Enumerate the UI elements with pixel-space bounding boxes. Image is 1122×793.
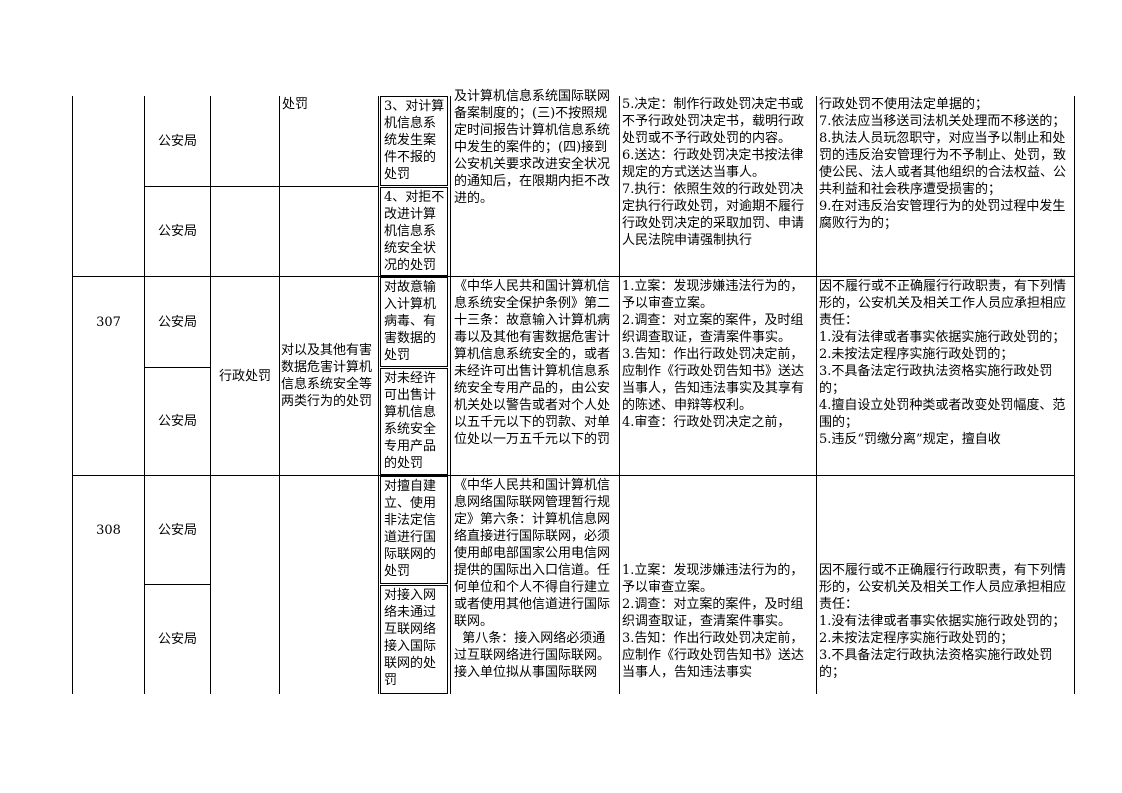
row-number bbox=[73, 585, 144, 694]
grid-line bbox=[144, 367, 210, 368]
legal-basis-cell: 《中华人民共和国计算机信息系统安全保护条例》第二十三条：故意输入计算机病毒以及其… bbox=[454, 279, 611, 447]
row-number bbox=[73, 96, 144, 186]
liability-cell: 因不履行或不正确履行行政职责，有下列情形的，公安机关及相关工作人员应承担相应责任… bbox=[819, 279, 1067, 447]
grid-line bbox=[378, 96, 379, 694]
category-cell bbox=[211, 476, 279, 694]
grid-line bbox=[619, 96, 620, 694]
grid-line bbox=[144, 186, 378, 187]
item-name-cell bbox=[282, 476, 377, 694]
row-number: 308 bbox=[96, 522, 121, 538]
process-cell: 5.决定：制作行政处罚决定书或不予行政处罚决定书，载明行政处罚或不予行政处罚的内… bbox=[622, 97, 805, 248]
sub-item-text: 4、对拒不改进计算机信息系统安全状况的处罚 bbox=[384, 190, 445, 273]
item-name-text: 对以及其他有害数据危害计算机信息系统安全等两类行为的处罚 bbox=[281, 343, 373, 409]
grid-line bbox=[72, 96, 73, 694]
sub-item-text: 对接入网络未通过互联网络接入国际联网的处罚 bbox=[384, 588, 437, 688]
process-cell: 1.立案：发现涉嫌违法行为的，予以审查立案。 2.调查：对立案的案件，及时组织调… bbox=[622, 563, 805, 680]
row-number bbox=[73, 368, 144, 475]
department-cell: 公安局 bbox=[157, 314, 197, 330]
grid-line bbox=[279, 96, 280, 694]
liability-cell: 行政处罚不使用法定单据的； 7.依法应当移送司法机关处理而不移送的； 8.执法人… bbox=[819, 97, 1067, 231]
grid-line bbox=[1074, 96, 1075, 694]
row-number: 307 bbox=[96, 314, 121, 330]
grid-line bbox=[72, 475, 1075, 476]
department-cell: 公安局 bbox=[157, 133, 197, 149]
grid-line bbox=[816, 96, 817, 694]
sub-item-text: 对擅自建立、使用非法定信道进行国际联网的处罚 bbox=[384, 479, 437, 579]
grid-line bbox=[144, 96, 145, 694]
item-name-cell: 对以及其他有害数据危害计算机信息系统安全等两类行为的处罚 bbox=[281, 277, 377, 475]
legal-basis-cell: 《中华人民共和国计算机信息网络国际联网管理暂行规定》第六条：计算机信息网络直接进… bbox=[454, 478, 611, 680]
department-cell: 公安局 bbox=[157, 414, 197, 429]
sub-item-box: 4、对拒不改进计算机信息系统安全状况的处罚 bbox=[380, 187, 448, 276]
row-number bbox=[73, 187, 144, 276]
grid-line bbox=[450, 96, 451, 694]
sub-item-box: 对擅自建立、使用非法定信道进行国际联网的处罚 bbox=[380, 476, 448, 584]
liability-cell: 因不履行或不正确履行行政职责，有下列情形的，公安机关及相关工作人员应承担相应责任… bbox=[819, 563, 1067, 680]
legal-basis-cell: 及计算机信息系统国际联网备案制度的；(三)不按照规定时间报告计算机信息系统中发生… bbox=[454, 89, 611, 206]
sub-item-box: 对未经许可出售计算机信息系统安全专用产品的处罚 bbox=[380, 368, 448, 475]
sub-item-box: 对故意输入计算机病毒、有害数据的处罚 bbox=[380, 277, 448, 367]
grid-line bbox=[210, 96, 211, 694]
department-cell: 公安局 bbox=[157, 632, 197, 647]
grid-line bbox=[72, 276, 1075, 277]
sub-item-text: 3、对计算机信息系统发生案件不报的处罚 bbox=[384, 99, 445, 182]
department-cell: 公安局 bbox=[157, 224, 197, 239]
department-cell: 公安局 bbox=[157, 522, 197, 538]
sub-item-text: 对故意输入计算机病毒、有害数据的处罚 bbox=[384, 280, 437, 363]
item-name-cell: 处罚 bbox=[282, 97, 309, 112]
category-cell bbox=[211, 96, 279, 276]
grid-line bbox=[144, 584, 210, 585]
process-cell: 1.立案：发现涉嫌违法行为的，予以审查立案。 2.调查：对立案的案件，及时组织调… bbox=[622, 279, 805, 430]
sub-item-box: 3、对计算机信息系统发生案件不报的处罚 bbox=[380, 96, 448, 186]
sub-item-box: 对接入网络未通过互联网络接入国际联网的处罚 bbox=[380, 585, 448, 694]
category-cell: 行政处罚 bbox=[218, 368, 271, 384]
sub-item-text: 对未经许可出售计算机信息系统安全专用产品的处罚 bbox=[384, 371, 437, 471]
